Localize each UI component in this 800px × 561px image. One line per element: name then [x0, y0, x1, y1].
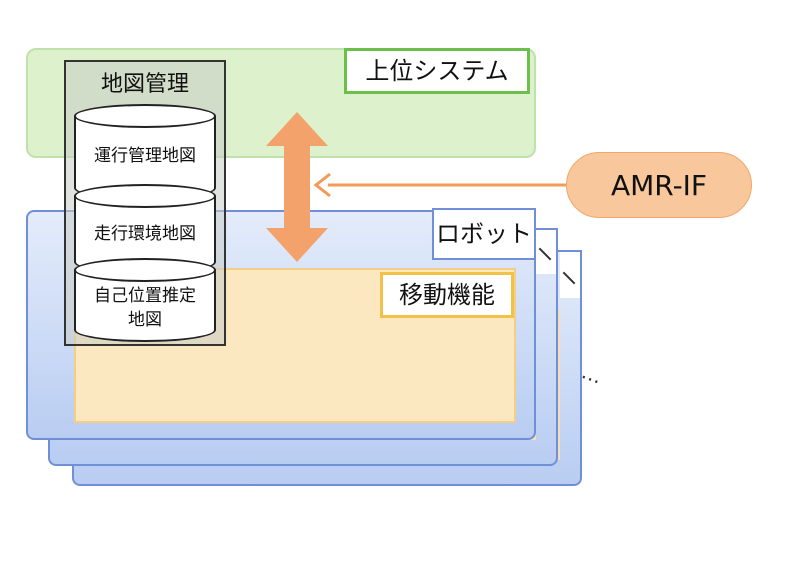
movement-label: 移動機能 — [380, 272, 514, 318]
map-management-title: 地図管理 — [100, 72, 189, 97]
robot-tab-2 — [536, 228, 558, 274]
bidirectional-arrow-icon — [266, 112, 328, 262]
map-database-localization: 自己位置推定 地図 — [74, 258, 216, 344]
database-icon — [74, 258, 216, 282]
map-database-operation: 運行管理地図 — [74, 104, 216, 202]
upper-system-label: 上位システム — [344, 48, 530, 94]
map-driving-env-label: 走行環境地図 — [94, 224, 196, 244]
database-icon — [74, 104, 216, 128]
robot-tab-3 — [560, 250, 582, 298]
map-localization-label-1: 自己位置推定 — [94, 286, 196, 306]
more-robots-ellipsis: … — [578, 359, 606, 389]
robot-label: ロボット — [432, 208, 536, 260]
amr-if-interface: AMR-IF — [566, 152, 752, 218]
interface-arrow-icon — [313, 172, 570, 198]
map-localization-label-2: 地図 — [128, 310, 162, 330]
database-icon — [74, 184, 216, 208]
map-operation-label: 運行管理地図 — [94, 146, 196, 166]
